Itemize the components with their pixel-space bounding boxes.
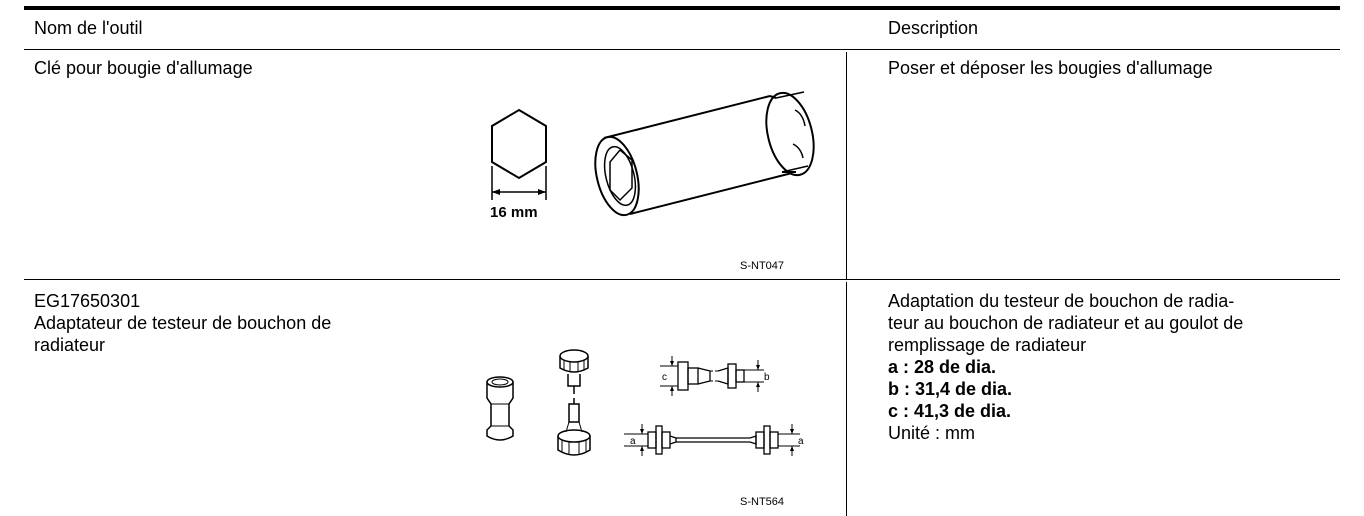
row1-tool-name: Clé pour bougie d'allumage: [34, 58, 253, 78]
row2-description-line1: Adaptation du testeur de bouchon de radi…: [888, 291, 1235, 311]
row2-tool-name-line2: radiateur: [34, 335, 106, 355]
spec-a: a : 28 de dia.: [888, 357, 997, 377]
row2-tool-name-line1: Adaptateur de testeur de bouchon de: [34, 313, 332, 333]
row2-figure-code: S-NT564: [740, 496, 785, 508]
dim-label-b: b: [764, 372, 770, 383]
adapter-dimension-diagram-icon: c b a a: [624, 356, 804, 456]
column-divider-row1: [846, 52, 847, 279]
dim-label-a-left: a: [630, 436, 636, 447]
hex-size-label: 16 mm: [490, 204, 538, 221]
spec-b: b : 31,4 de dia.: [888, 379, 1013, 399]
spec-c: c : 41,3 de dia.: [888, 401, 1012, 421]
hex-socket-icon: [491, 108, 547, 200]
column-divider-row2: [846, 282, 847, 516]
dim-label-a-right: a: [798, 436, 804, 447]
header-description: Description: [888, 18, 979, 38]
row1-description: Poser et déposer les bougies d'allumage: [888, 58, 1213, 78]
spark-plug-socket-wrench-icon: [594, 91, 815, 217]
row2-description-line3: remplissage de radiateur: [888, 335, 1087, 355]
header-divider: [24, 49, 1340, 50]
header-tool-name: Nom de l'outil: [34, 18, 143, 38]
unit-label: Unité : mm: [888, 423, 976, 443]
row2-part-number: EG17650301: [34, 291, 141, 311]
row1-figure-code: S-NT047: [740, 260, 785, 272]
table-top-rule: [24, 6, 1340, 10]
dim-label-c: c: [662, 372, 667, 383]
row-divider: [24, 279, 1340, 280]
row2-description-line2: teur au bouchon de radiateur et au goulo…: [888, 313, 1244, 333]
cap-adapter-icon: [557, 349, 591, 456]
adapter-sleeve-icon: [486, 376, 514, 441]
